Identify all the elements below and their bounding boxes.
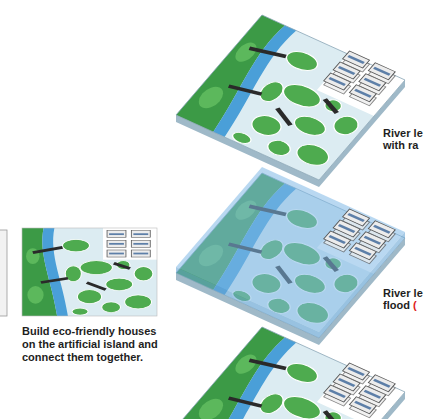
note-text: River le with ra — [383, 127, 423, 151]
label-block: River le with ra — [383, 127, 428, 151]
label-block: Build eco-friendly houses on the artific… — [22, 325, 162, 364]
note-text: River le flood — [383, 287, 423, 311]
red-mark: ( — [410, 299, 417, 311]
label-block: River le flood ( — [383, 287, 428, 311]
note-text: Build eco-friendly houses on the artific… — [22, 325, 158, 363]
